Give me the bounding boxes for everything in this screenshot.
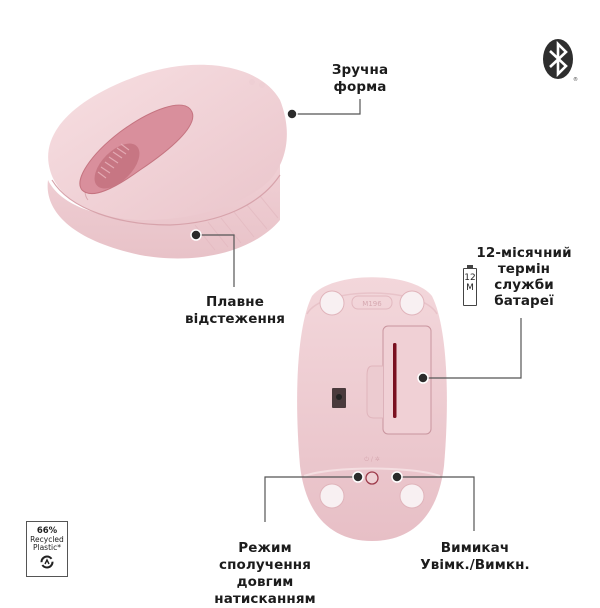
- label-line: служби: [494, 277, 554, 293]
- label-line: форма: [333, 79, 387, 95]
- callout-dot-power: [391, 471, 403, 483]
- connect-button: [365, 471, 379, 485]
- foot-pad: [399, 290, 425, 316]
- svg-text:⏻ / ✲: ⏻ / ✲: [364, 456, 380, 463]
- label-line: 12-місячний: [476, 245, 572, 261]
- battery-icon: 12 M: [463, 265, 477, 306]
- foot-pad: [319, 290, 345, 316]
- callout-dot-pairing: [352, 471, 364, 483]
- label-line: довгим: [236, 574, 294, 590]
- foot-pad: [399, 483, 425, 509]
- label-line: відстеження: [185, 311, 286, 327]
- battery-icon-top: 12: [464, 273, 476, 283]
- feature-label-power-switch: Вимикач Увімк./Вимкн.: [420, 540, 530, 574]
- callout-dot-battery: [417, 372, 429, 384]
- battery-icon-bottom: M: [466, 283, 474, 293]
- label-line: термін: [497, 261, 551, 277]
- feature-label-comfort-shape: Зручна форма: [318, 62, 402, 96]
- callout-dot-tracking: [190, 229, 202, 241]
- foot-pad: [319, 483, 345, 509]
- feature-label-pairing-mode: Режим сполучення довгим натисканням: [190, 540, 340, 608]
- label-line: батареї: [494, 293, 554, 309]
- feature-label-battery-life: 12-місячний термін служби батареї: [474, 245, 574, 309]
- label-line: Вимикач: [440, 540, 510, 556]
- recycle-icon: [40, 555, 54, 568]
- callout-dot-comfort: [286, 108, 298, 120]
- label-line: Плавне: [206, 294, 264, 310]
- svg-text:M196: M196: [362, 300, 382, 308]
- mouse-bottom-view: M196 ⏻ / ✲: [292, 266, 452, 546]
- label-line: Увімк./Вимкн.: [420, 557, 530, 573]
- recycled-line1: Recycled: [30, 534, 64, 544]
- bluetooth-icon: ®: [543, 39, 578, 83]
- feature-label-smooth-tracking: Плавне відстеження: [185, 294, 285, 328]
- recycled-plastic-badge: 66% Recycled Plastic*: [26, 521, 68, 577]
- label-line: Режим сполучення: [218, 540, 312, 573]
- label-line: Зручна: [331, 62, 389, 78]
- scroll-wheel-ridges: [97, 143, 130, 179]
- recycled-line2: Plastic*: [32, 543, 61, 552]
- recycled-percent: 66%: [36, 526, 58, 536]
- bluetooth-logo: ®: [540, 35, 578, 83]
- svg-text:®: ®: [573, 76, 578, 83]
- mouse-top-view: [30, 40, 290, 270]
